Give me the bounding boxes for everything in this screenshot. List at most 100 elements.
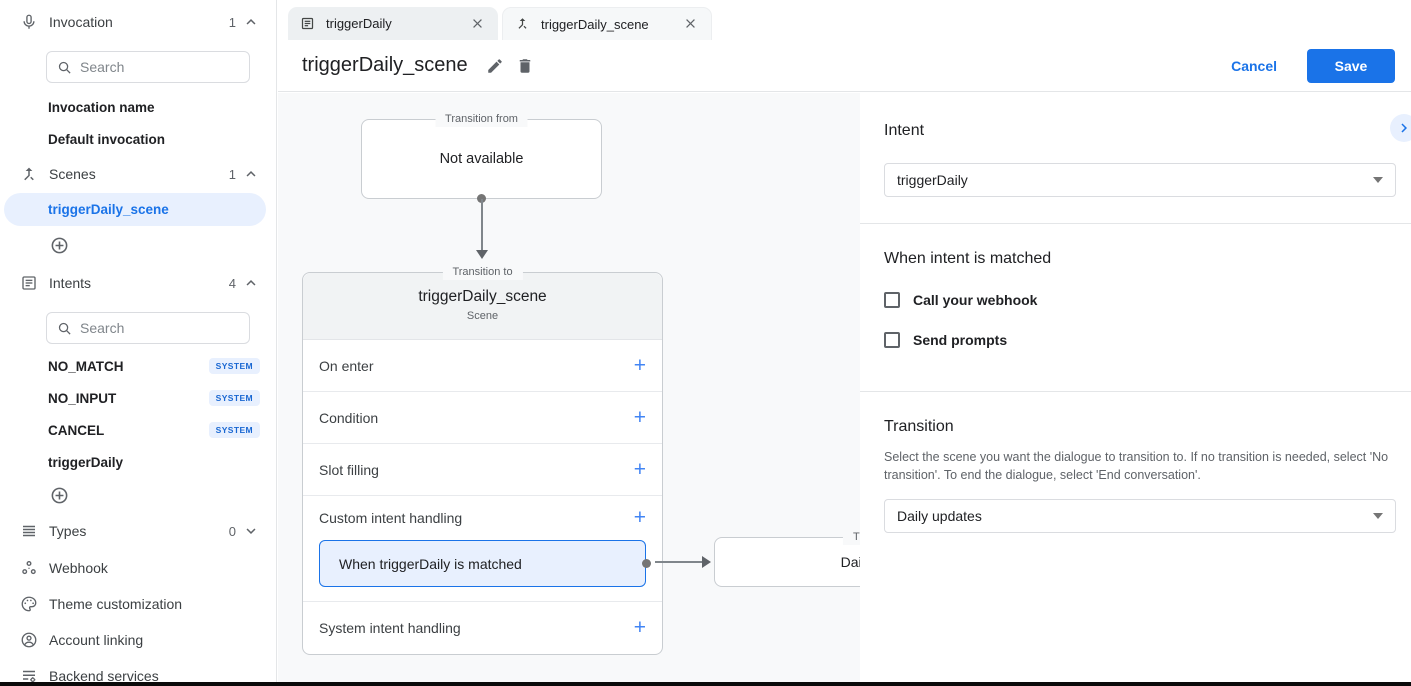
- collapse-panel-button[interactable]: [1390, 114, 1411, 142]
- edit-button[interactable]: [480, 51, 510, 81]
- scene-canvas[interactable]: Transition from Not available Transition…: [278, 93, 860, 686]
- sidebar-section-types[interactable]: Types 0: [0, 514, 276, 548]
- search-input[interactable]: [80, 59, 239, 75]
- add-on-enter-button[interactable]: +: [633, 353, 646, 377]
- intent-detail-panel: Intent triggerDaily When intent is match…: [860, 93, 1411, 686]
- scene-node[interactable]: Transition to triggerDaily_scene Scene O…: [302, 265, 663, 655]
- item-label: Account linking: [49, 632, 144, 648]
- divider: [860, 391, 1411, 392]
- connector-dot: [642, 559, 651, 568]
- person-circle-icon: [18, 629, 40, 651]
- add-scene-button[interactable]: [0, 230, 276, 260]
- sidebar-item-cancel[interactable]: CANCEL SYSTEM: [0, 414, 276, 446]
- scene-section-condition: Condition +: [303, 392, 662, 444]
- arrow-down-icon: [476, 250, 488, 259]
- section-label: Slot filling: [319, 461, 379, 478]
- add-slot-filling-button[interactable]: +: [633, 457, 646, 481]
- sidebar-item-account-linking[interactable]: Account linking: [0, 622, 276, 658]
- add-system-intent-button[interactable]: +: [633, 616, 646, 639]
- sidebar-item-no-input[interactable]: NO_INPUT SYSTEM: [0, 382, 276, 414]
- intent-select[interactable]: triggerDaily: [884, 163, 1396, 197]
- item-label: Theme customization: [49, 596, 183, 612]
- cancel-button[interactable]: Cancel: [1231, 57, 1277, 74]
- page-header: triggerDaily_scene Cancel Save: [278, 40, 1411, 92]
- sidebar-item-invocation-name[interactable]: Invocation name: [0, 91, 276, 123]
- system-badge: SYSTEM: [208, 422, 260, 438]
- save-button[interactable]: Save: [1307, 48, 1395, 83]
- intent-heading: Intent: [884, 122, 925, 139]
- sidebar-item-theme-customization[interactable]: Theme customization: [0, 586, 276, 622]
- search-input[interactable]: [80, 320, 239, 336]
- scene-node-header: triggerDaily_scene Scene: [303, 273, 662, 340]
- intent-handler-chip[interactable]: When triggerDaily is matched: [319, 540, 651, 587]
- item-label: triggerDaily: [48, 454, 124, 470]
- caret-down-icon: [1373, 177, 1383, 183]
- transition-select-value: Daily updates: [897, 508, 982, 524]
- intent-handler-label: When triggerDaily is matched: [339, 555, 522, 572]
- sidebar: Invocation 1 Invocation name Default inv…: [0, 0, 277, 682]
- sidebar-item-default-invocation[interactable]: Default invocation: [0, 123, 276, 155]
- checkbox-unchecked[interactable]: [884, 292, 900, 308]
- tab-triggerdaily[interactable]: triggerDaily: [288, 7, 498, 40]
- add-custom-intent-button[interactable]: +: [633, 506, 646, 529]
- lines-icon: [18, 520, 40, 542]
- sidebar-item-no-match[interactable]: NO_MATCH SYSTEM: [0, 350, 276, 382]
- connector-line: [655, 561, 702, 563]
- tab-label: triggerDaily: [326, 16, 392, 31]
- send-prompts-option[interactable]: Send prompts: [884, 332, 1396, 348]
- chevron-up-icon[interactable]: [242, 165, 260, 183]
- chevron-up-icon[interactable]: [242, 274, 260, 292]
- transition-target-title: Daily updates: [840, 554, 860, 570]
- caret-down-icon: [1373, 513, 1383, 519]
- transition-from-value: Not available: [439, 151, 524, 167]
- list-gear-icon: [18, 665, 40, 682]
- sidebar-section-intents[interactable]: Intents 4: [0, 266, 276, 300]
- close-icon[interactable]: [470, 16, 486, 32]
- sidebar-item-webhook[interactable]: Webhook: [0, 550, 276, 586]
- item-label: Default invocation: [48, 131, 166, 147]
- item-label: NO_MATCH: [48, 358, 124, 374]
- item-label: Invocation name: [48, 99, 155, 115]
- item-label: Backend services: [49, 668, 159, 682]
- add-intent-button[interactable]: [0, 480, 276, 510]
- transition-heading: Transition: [884, 418, 954, 435]
- search-icon: [57, 321, 72, 336]
- sidebar-item-triggerdaily[interactable]: triggerDaily: [0, 446, 276, 478]
- matched-heading: When intent is matched: [884, 250, 1052, 267]
- delete-button[interactable]: [510, 51, 540, 81]
- pencil-icon: [486, 57, 504, 75]
- page-title: triggerDaily_scene: [302, 54, 468, 76]
- sidebar-section-invocation[interactable]: Invocation 1: [0, 5, 276, 39]
- item-label: NO_INPUT: [48, 390, 117, 406]
- add-condition-button[interactable]: +: [633, 405, 646, 429]
- section-label: System intent handling: [319, 620, 461, 636]
- tab-strip: triggerDaily triggerDaily_scene: [278, 0, 1411, 40]
- transition-target-node[interactable]: Transition to Daily updates: [714, 530, 860, 587]
- close-icon[interactable]: [683, 16, 699, 32]
- call-webhook-option[interactable]: Call your webhook: [884, 292, 1396, 308]
- tab-label: triggerDaily_scene: [541, 16, 649, 32]
- item-label: Webhook: [49, 560, 108, 576]
- section-count: 0: [228, 523, 236, 539]
- mic-icon: [18, 11, 40, 33]
- tab-triggerdaily-scene[interactable]: triggerDaily_scene: [502, 7, 712, 40]
- chevron-down-icon[interactable]: [242, 522, 260, 540]
- sidebar-section-label: Intents: [49, 275, 92, 291]
- sidebar-section-scenes[interactable]: Scenes 1: [0, 157, 276, 191]
- checkbox-unchecked[interactable]: [884, 332, 900, 348]
- node-legend: Transition to: [842, 530, 860, 545]
- transition-from-node[interactable]: Transition from Not available: [361, 112, 602, 199]
- invocation-search[interactable]: [46, 51, 250, 83]
- chevron-up-icon[interactable]: [242, 13, 260, 31]
- transition-select[interactable]: Daily updates: [884, 499, 1396, 533]
- checkbox-label: Call your webhook: [913, 292, 1038, 308]
- node-legend: Transition to: [442, 265, 523, 280]
- scene-section-on-enter: On enter +: [303, 340, 662, 392]
- search-icon: [57, 60, 72, 75]
- intents-search[interactable]: [46, 312, 250, 344]
- scene-node-title: triggerDaily_scene: [418, 288, 547, 305]
- item-label: CANCEL: [48, 422, 105, 438]
- sidebar-item-backend-services[interactable]: Backend services: [0, 658, 276, 682]
- sidebar-item-triggerdaily-scene[interactable]: triggerDaily_scene: [4, 193, 266, 226]
